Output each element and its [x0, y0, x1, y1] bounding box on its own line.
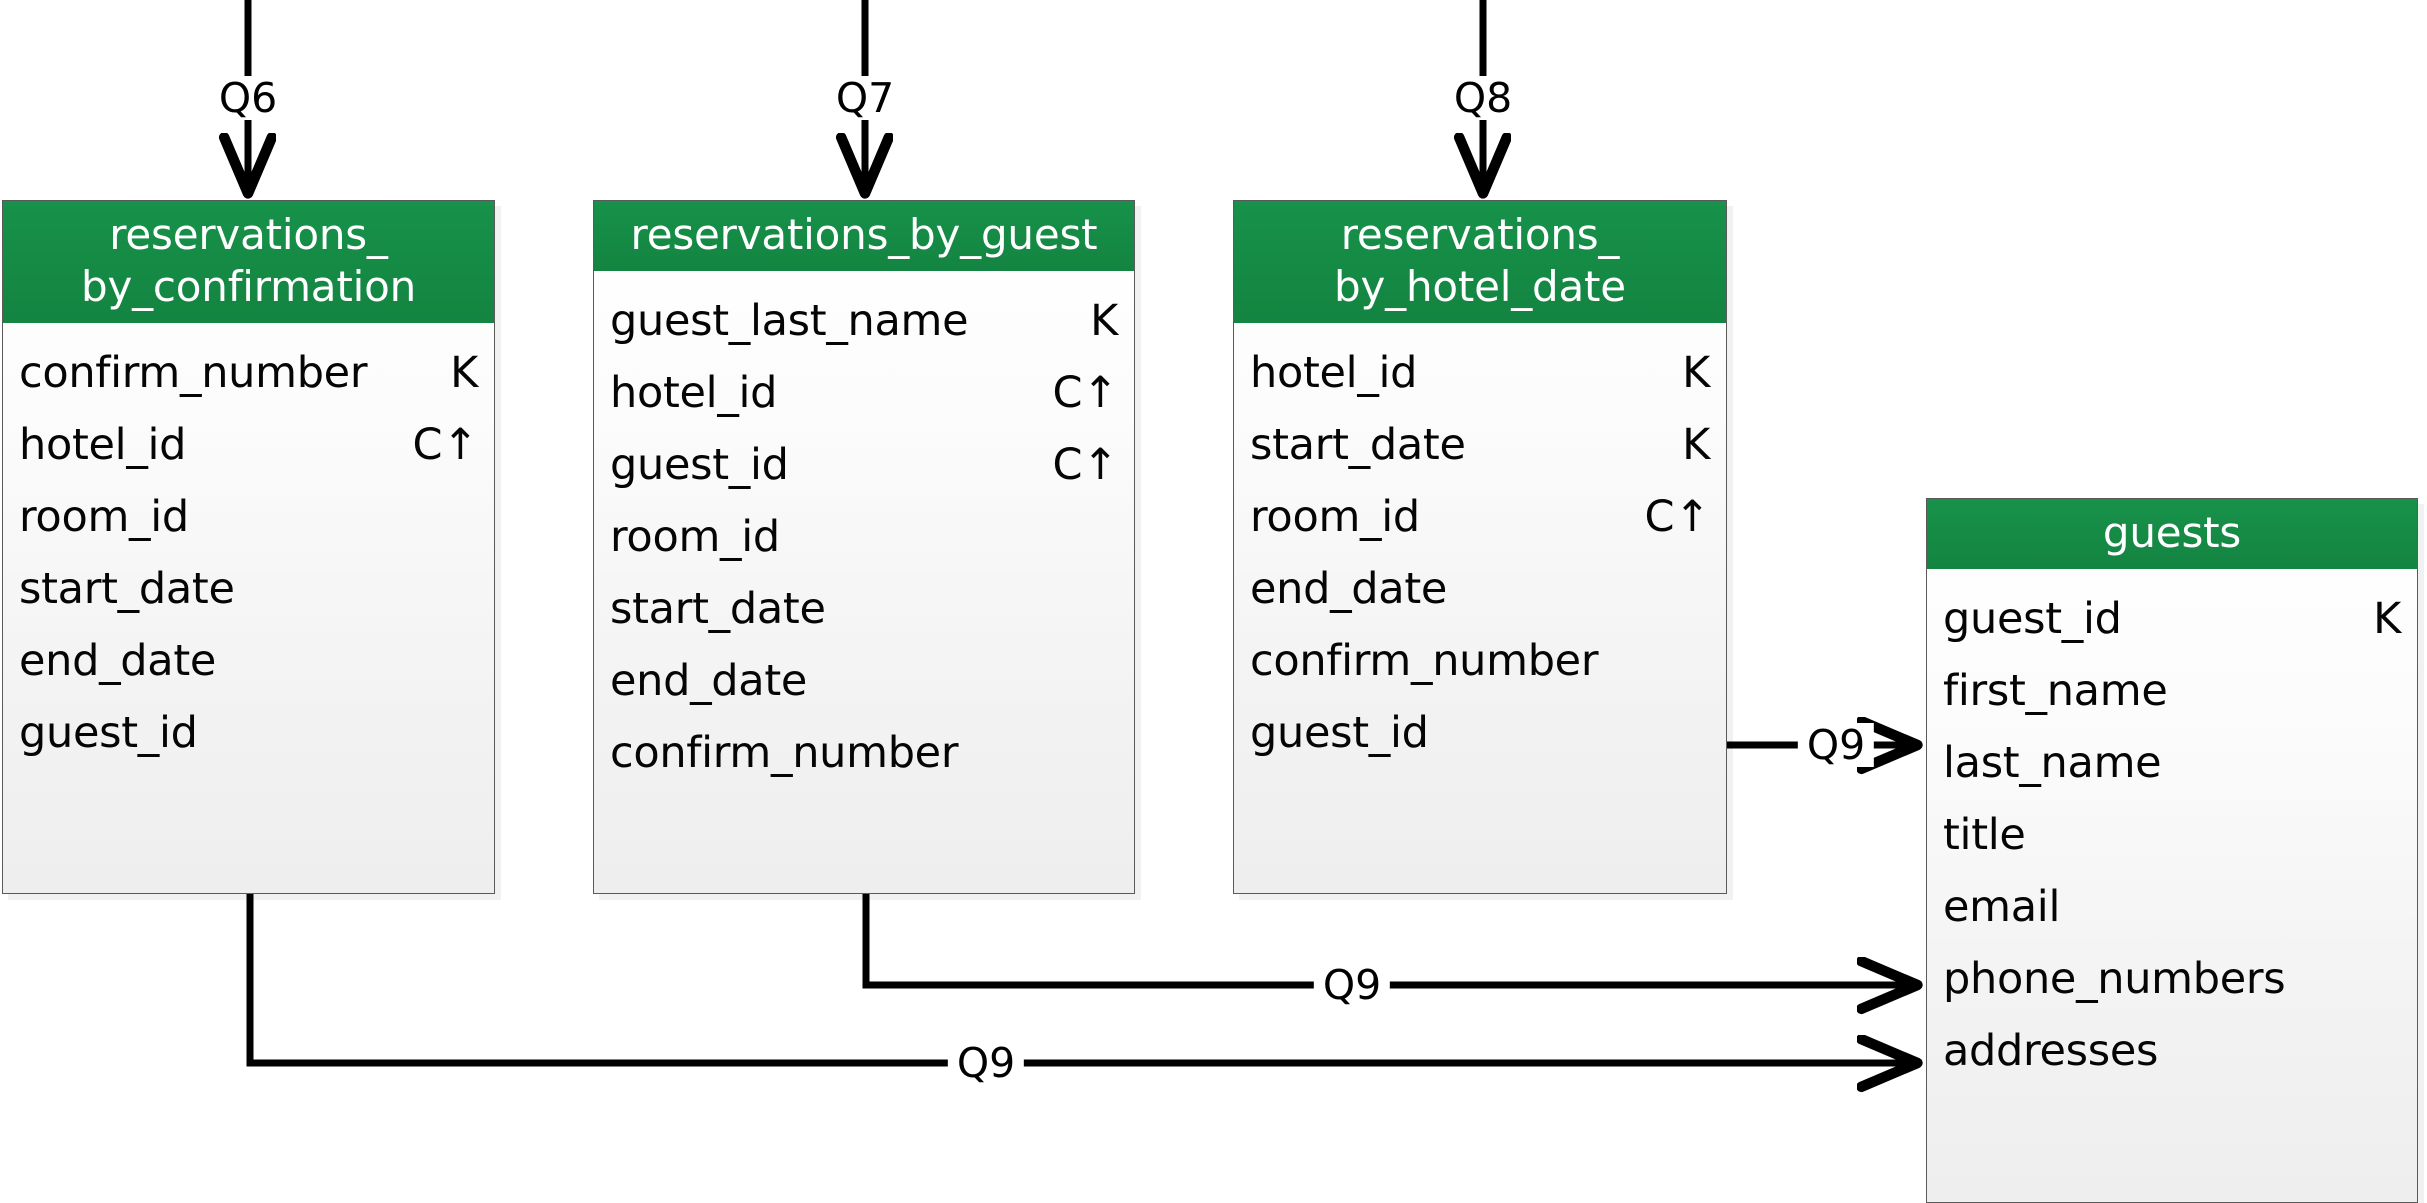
column-name: last_name	[1943, 738, 2162, 788]
column-name: confirm_number	[19, 348, 368, 398]
column-name: hotel_id	[1250, 348, 1418, 398]
table-row: phone_numbers	[1943, 943, 2401, 1015]
edge-label-q9-hotel-date: Q9	[1797, 723, 1875, 767]
edge-label-q9-by-guest: Q9	[1313, 963, 1391, 1007]
column-name: start_date	[19, 564, 235, 614]
column-name: hotel_id	[610, 368, 778, 418]
column-name: confirm_number	[610, 728, 959, 778]
table-row: room_id	[610, 501, 1118, 573]
column-name: start_date	[610, 584, 826, 634]
table-title-reservations_by_hotel_date: reservations_ by_hotel_date	[1234, 201, 1726, 323]
column-key-marker: K	[1682, 420, 1710, 470]
column-name: room_id	[1250, 492, 1420, 542]
column-key-marker: K	[1682, 348, 1710, 398]
column-name: title	[1943, 810, 2026, 860]
column-key-marker: C↑	[1052, 440, 1119, 490]
column-key-marker: C↑	[1052, 368, 1119, 418]
column-name: phone_numbers	[1943, 954, 2286, 1004]
table-row: start_date	[19, 553, 478, 625]
column-name: room_id	[19, 492, 189, 542]
table-row: guest_id	[19, 697, 478, 769]
table-row: title	[1943, 799, 2401, 871]
edge-q9-by-confirmation	[246, 894, 1916, 1063]
edge-label-q6: Q6	[209, 76, 287, 120]
table-row: guest_id C↑	[610, 429, 1118, 501]
table-row: guest_id	[1250, 697, 1710, 769]
table-row: guest_id K	[1943, 583, 2401, 655]
table-row: last_name	[1943, 727, 2401, 799]
table-row: start_date	[610, 573, 1118, 645]
column-key-marker: K	[2373, 594, 2401, 644]
edge-label-q7: Q7	[826, 76, 904, 120]
edge-q9-by-guest	[862, 894, 1916, 985]
table-reservations_by_confirmation[interactable]: reservations_ by_confirmation confirm_num…	[2, 200, 495, 894]
table-row: end_date	[19, 625, 478, 697]
column-name: end_date	[610, 656, 808, 706]
table-row: confirm_number	[610, 717, 1118, 789]
table-row: hotel_id C↑	[610, 357, 1118, 429]
column-name: room_id	[610, 512, 780, 562]
column-name: guest_id	[610, 440, 789, 490]
table-row: end_date	[610, 645, 1118, 717]
column-name: first_name	[1943, 666, 2168, 716]
table-row: hotel_id K	[1250, 337, 1710, 409]
table-row: hotel_id C↑	[19, 409, 478, 481]
edge-label-q9-by-confirmation: Q9	[947, 1041, 1025, 1085]
column-key-marker: K	[1090, 296, 1118, 346]
column-key-marker: K	[450, 348, 478, 398]
table-title-reservations_by_guest: reservations_by_guest	[594, 201, 1134, 271]
column-key-marker: C↑	[1644, 492, 1711, 542]
column-name: confirm_number	[1250, 636, 1599, 686]
table-row: guest_last_name K	[610, 285, 1118, 357]
column-name: guest_id	[1250, 708, 1429, 758]
table-row: addresses	[1943, 1015, 2401, 1087]
table-row: confirm_number	[1250, 625, 1710, 697]
table-title-guests: guests	[1927, 499, 2417, 569]
column-key-marker: C↑	[412, 420, 479, 470]
table-row: email	[1943, 871, 2401, 943]
table-row: room_id C↑	[1250, 481, 1710, 553]
table-row: room_id	[19, 481, 478, 553]
table-row: start_date K	[1250, 409, 1710, 481]
table-row: confirm_number K	[19, 337, 478, 409]
column-name: end_date	[19, 636, 217, 686]
column-name: hotel_id	[19, 420, 187, 470]
column-name: guest_id	[19, 708, 198, 758]
column-name: addresses	[1943, 1026, 2159, 1076]
table-row: first_name	[1943, 655, 2401, 727]
column-name: start_date	[1250, 420, 1466, 470]
table-title-reservations_by_confirmation: reservations_ by_confirmation	[3, 201, 494, 323]
table-row: end_date	[1250, 553, 1710, 625]
edge-label-q8: Q8	[1444, 76, 1522, 120]
column-name: guest_id	[1943, 594, 2122, 644]
column-name: end_date	[1250, 564, 1448, 614]
column-name: email	[1943, 882, 2061, 932]
column-name: guest_last_name	[610, 296, 969, 346]
